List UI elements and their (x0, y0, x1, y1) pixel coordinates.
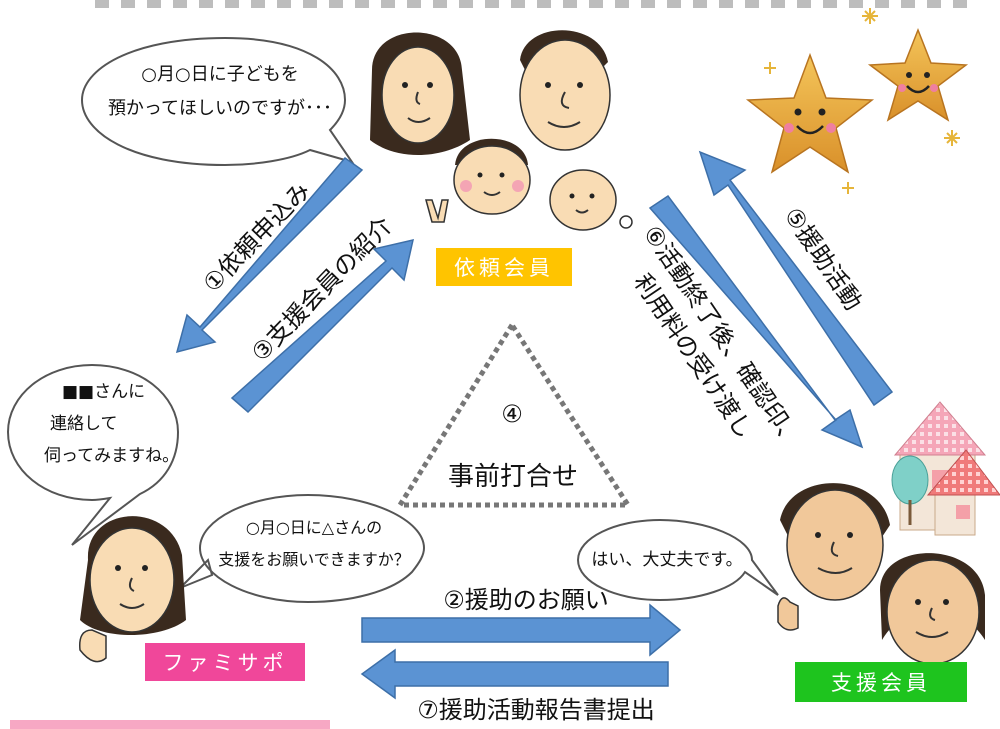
smiling-stars-illustration (745, 8, 969, 194)
arrow-step2 (361, 603, 682, 657)
speech-bubble-fami-contact (6, 363, 180, 546)
fami-contact-line3: 伺ってみますね。 (44, 446, 180, 466)
requesting-member-label: 依頼会員 (436, 248, 572, 286)
arrow-step1 (175, 156, 364, 354)
arrow-step3 (230, 239, 414, 414)
speech-bubble-request (80, 36, 355, 167)
step7-label: ⑦援助活動報告書提出 (417, 696, 655, 724)
support-reply-bubble-text: はい、大丈夫です。 (591, 550, 743, 570)
arrow-step6 (648, 194, 864, 449)
request-bubble-text: ○月○日に子どもを 預かってほしいのですが･･･ (100, 58, 340, 126)
speech-bubble-fami-ask (179, 493, 426, 604)
fami-ask-bubble-text: ○月○日に△さんの 支援をお願いできますか？ (208, 512, 420, 576)
step2-label: ②援助のお願い (443, 586, 609, 614)
requesting-family-illustration (370, 30, 633, 231)
dotted-triangle (395, 320, 633, 508)
fami-contact-bubble-text: ■■さんに 連絡して 伺ってみますね。 (20, 376, 180, 472)
cropped-label-strip (10, 720, 330, 729)
step4-label: 事前打合せ (448, 462, 579, 492)
fami-contact-line1: ■■さんに (62, 382, 146, 402)
houses-illustration (891, 401, 1000, 536)
top-dashed-border (95, 0, 975, 8)
arrow-step7 (360, 648, 669, 700)
request-bubble-line2: 預かってほしいのですが･･･ (107, 98, 333, 119)
fami-ask-line1: ○月○日に△さんの (245, 518, 383, 537)
step4-number: ④ (501, 400, 523, 428)
speech-bubble-support-reply (576, 518, 779, 602)
arrow-step5 (698, 150, 894, 407)
famisapo-label: ファミサポ (145, 643, 305, 681)
support-member-label: 支援会員 (795, 662, 967, 702)
famisapo-staff-illustration (79, 516, 186, 663)
support-members-illustration (777, 483, 985, 665)
fami-ask-line2: 支援をお願いできますか？ (218, 550, 410, 569)
request-bubble-line1: ○月○日に子どもを (141, 64, 299, 85)
fami-contact-line2: 連絡して (50, 414, 118, 434)
